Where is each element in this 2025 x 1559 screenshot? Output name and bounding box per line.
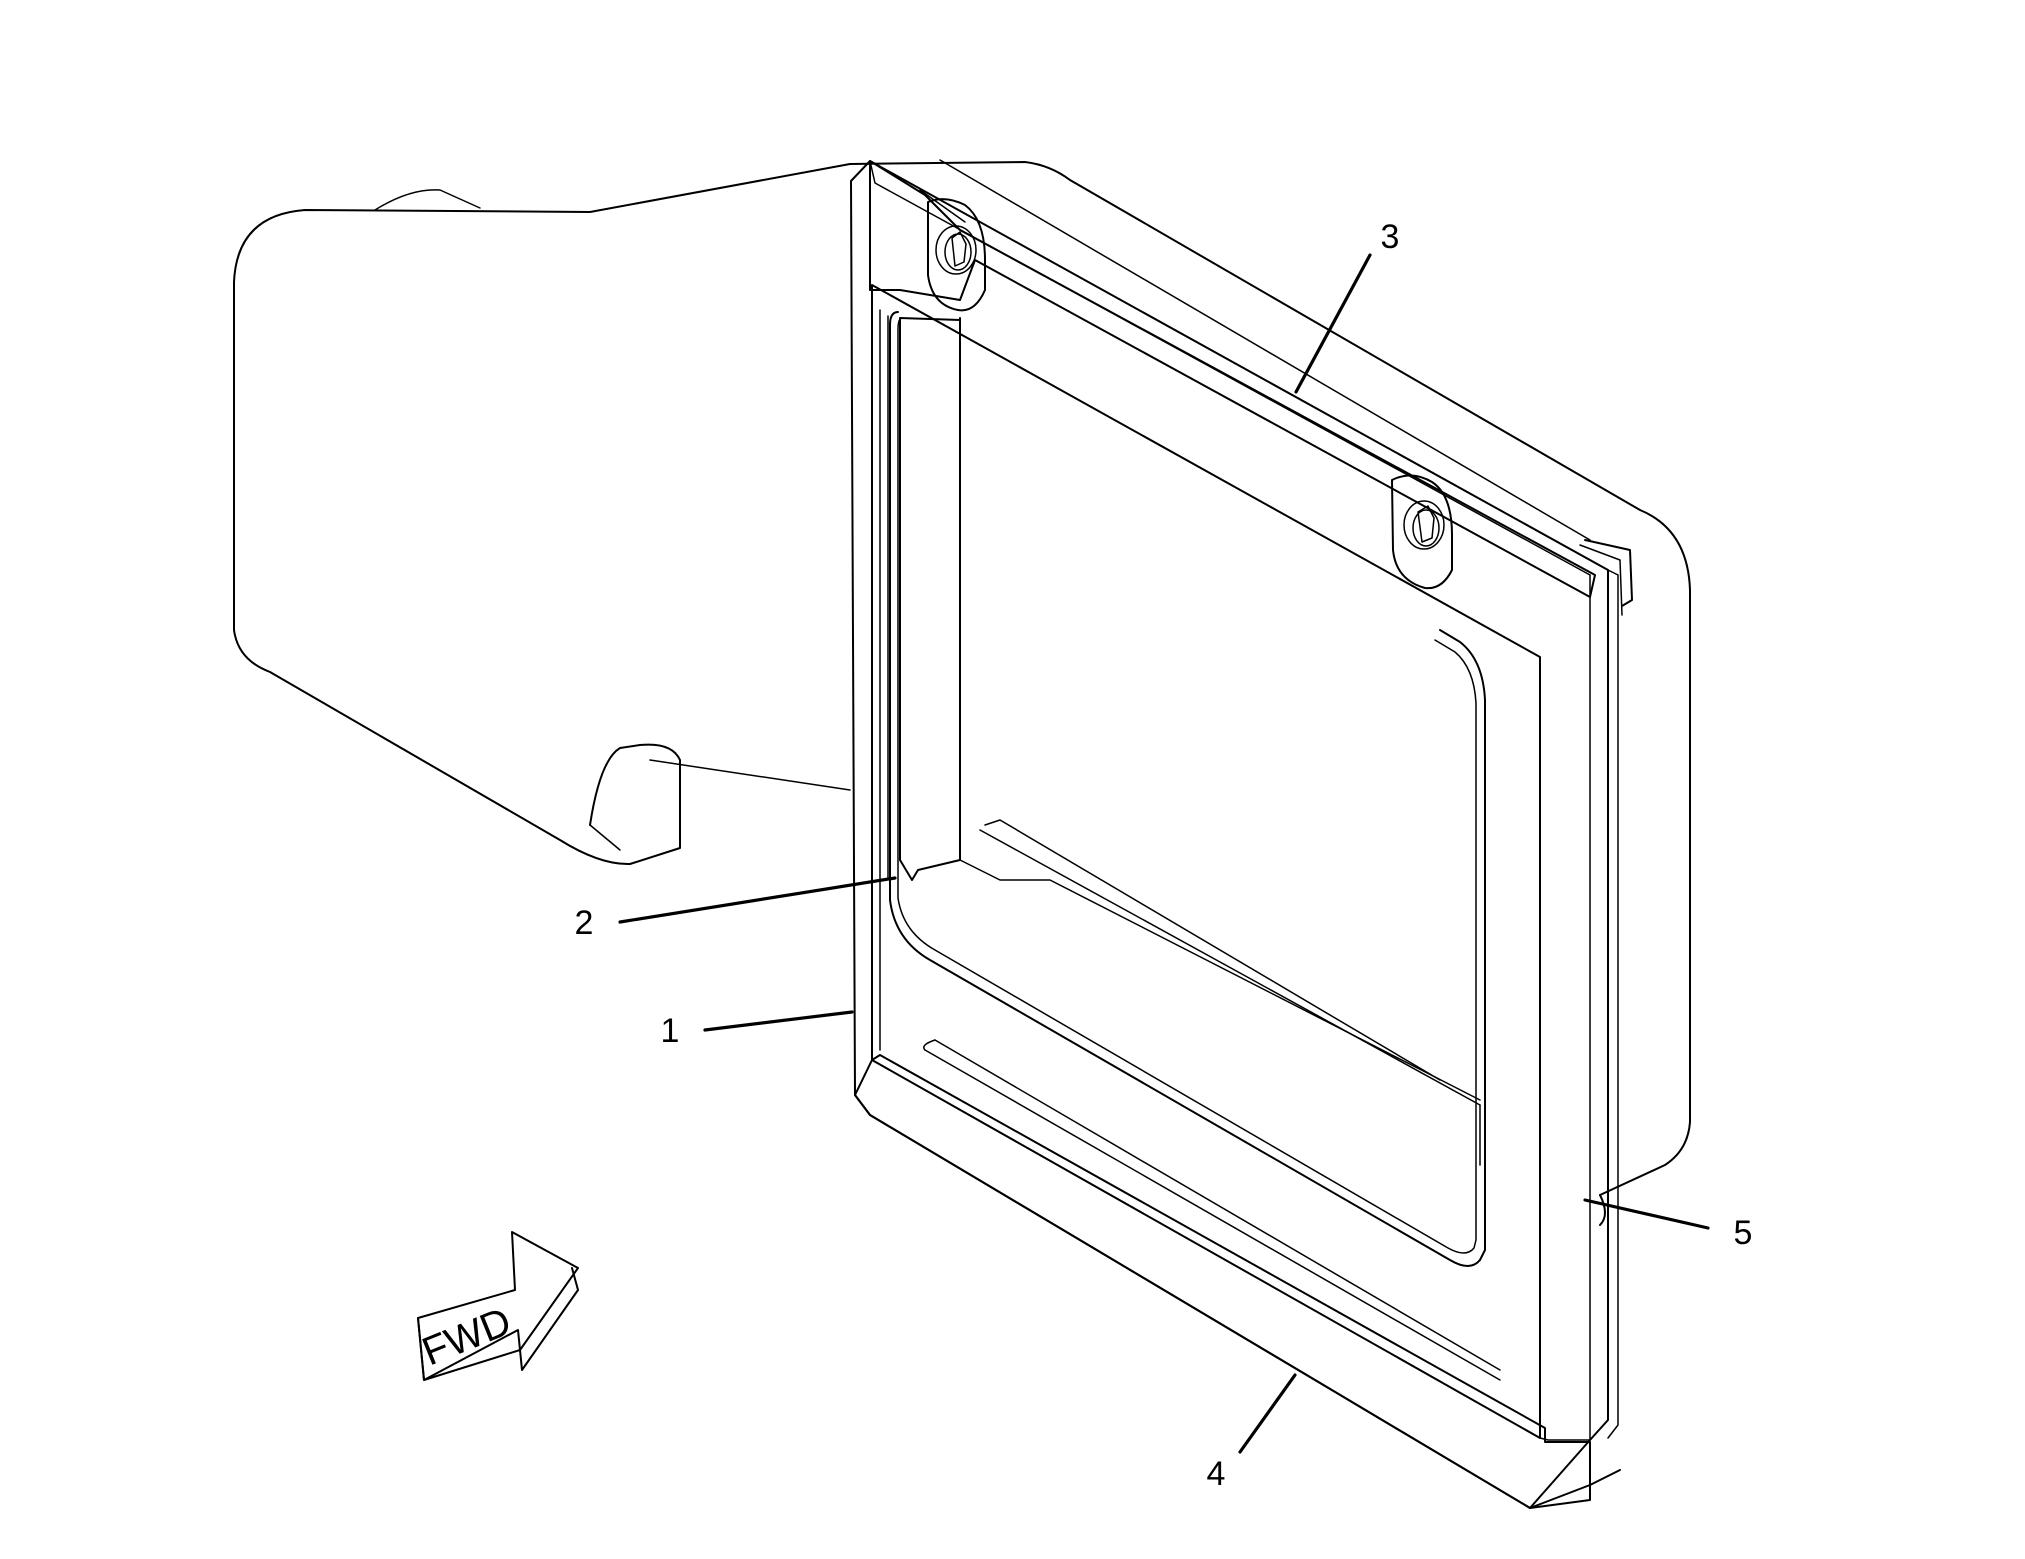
callout-label-5: 5	[1734, 1214, 1753, 1252]
callout-label-1: 1	[661, 1012, 680, 1050]
callout-leader-2	[618, 876, 897, 924]
duct-housing	[233, 159, 1691, 1226]
top-frame-bar	[869, 160, 1596, 598]
callout-2-group: 2	[575, 876, 897, 942]
callout-leader-5	[1583, 1198, 1710, 1230]
fwd-label: FWD	[416, 1299, 517, 1374]
bottom-frame-bar	[854, 1039, 1591, 1509]
callout-1-group: 1	[661, 1010, 854, 1050]
forward-arrow-icon: FWD	[416, 1231, 579, 1381]
latch-upper-right-icon	[1391, 474, 1453, 590]
callout-leader-3	[1294, 253, 1372, 394]
inner-seal-strip	[879, 309, 1486, 1267]
callout-label-3: 3	[1381, 218, 1400, 256]
callout-5-group: 5	[1583, 1198, 1753, 1252]
outer-gasket-frame	[850, 160, 1621, 1509]
callout-3-group: 3	[1294, 218, 1400, 394]
latch-upper-left-icon	[927, 198, 986, 312]
callout-leader-4	[1238, 1373, 1297, 1454]
callout-leader-1	[703, 1010, 854, 1032]
callout-label-2: 2	[575, 904, 594, 942]
callout-label-4: 4	[1207, 1455, 1226, 1493]
callout-4-group: 4	[1207, 1373, 1297, 1493]
